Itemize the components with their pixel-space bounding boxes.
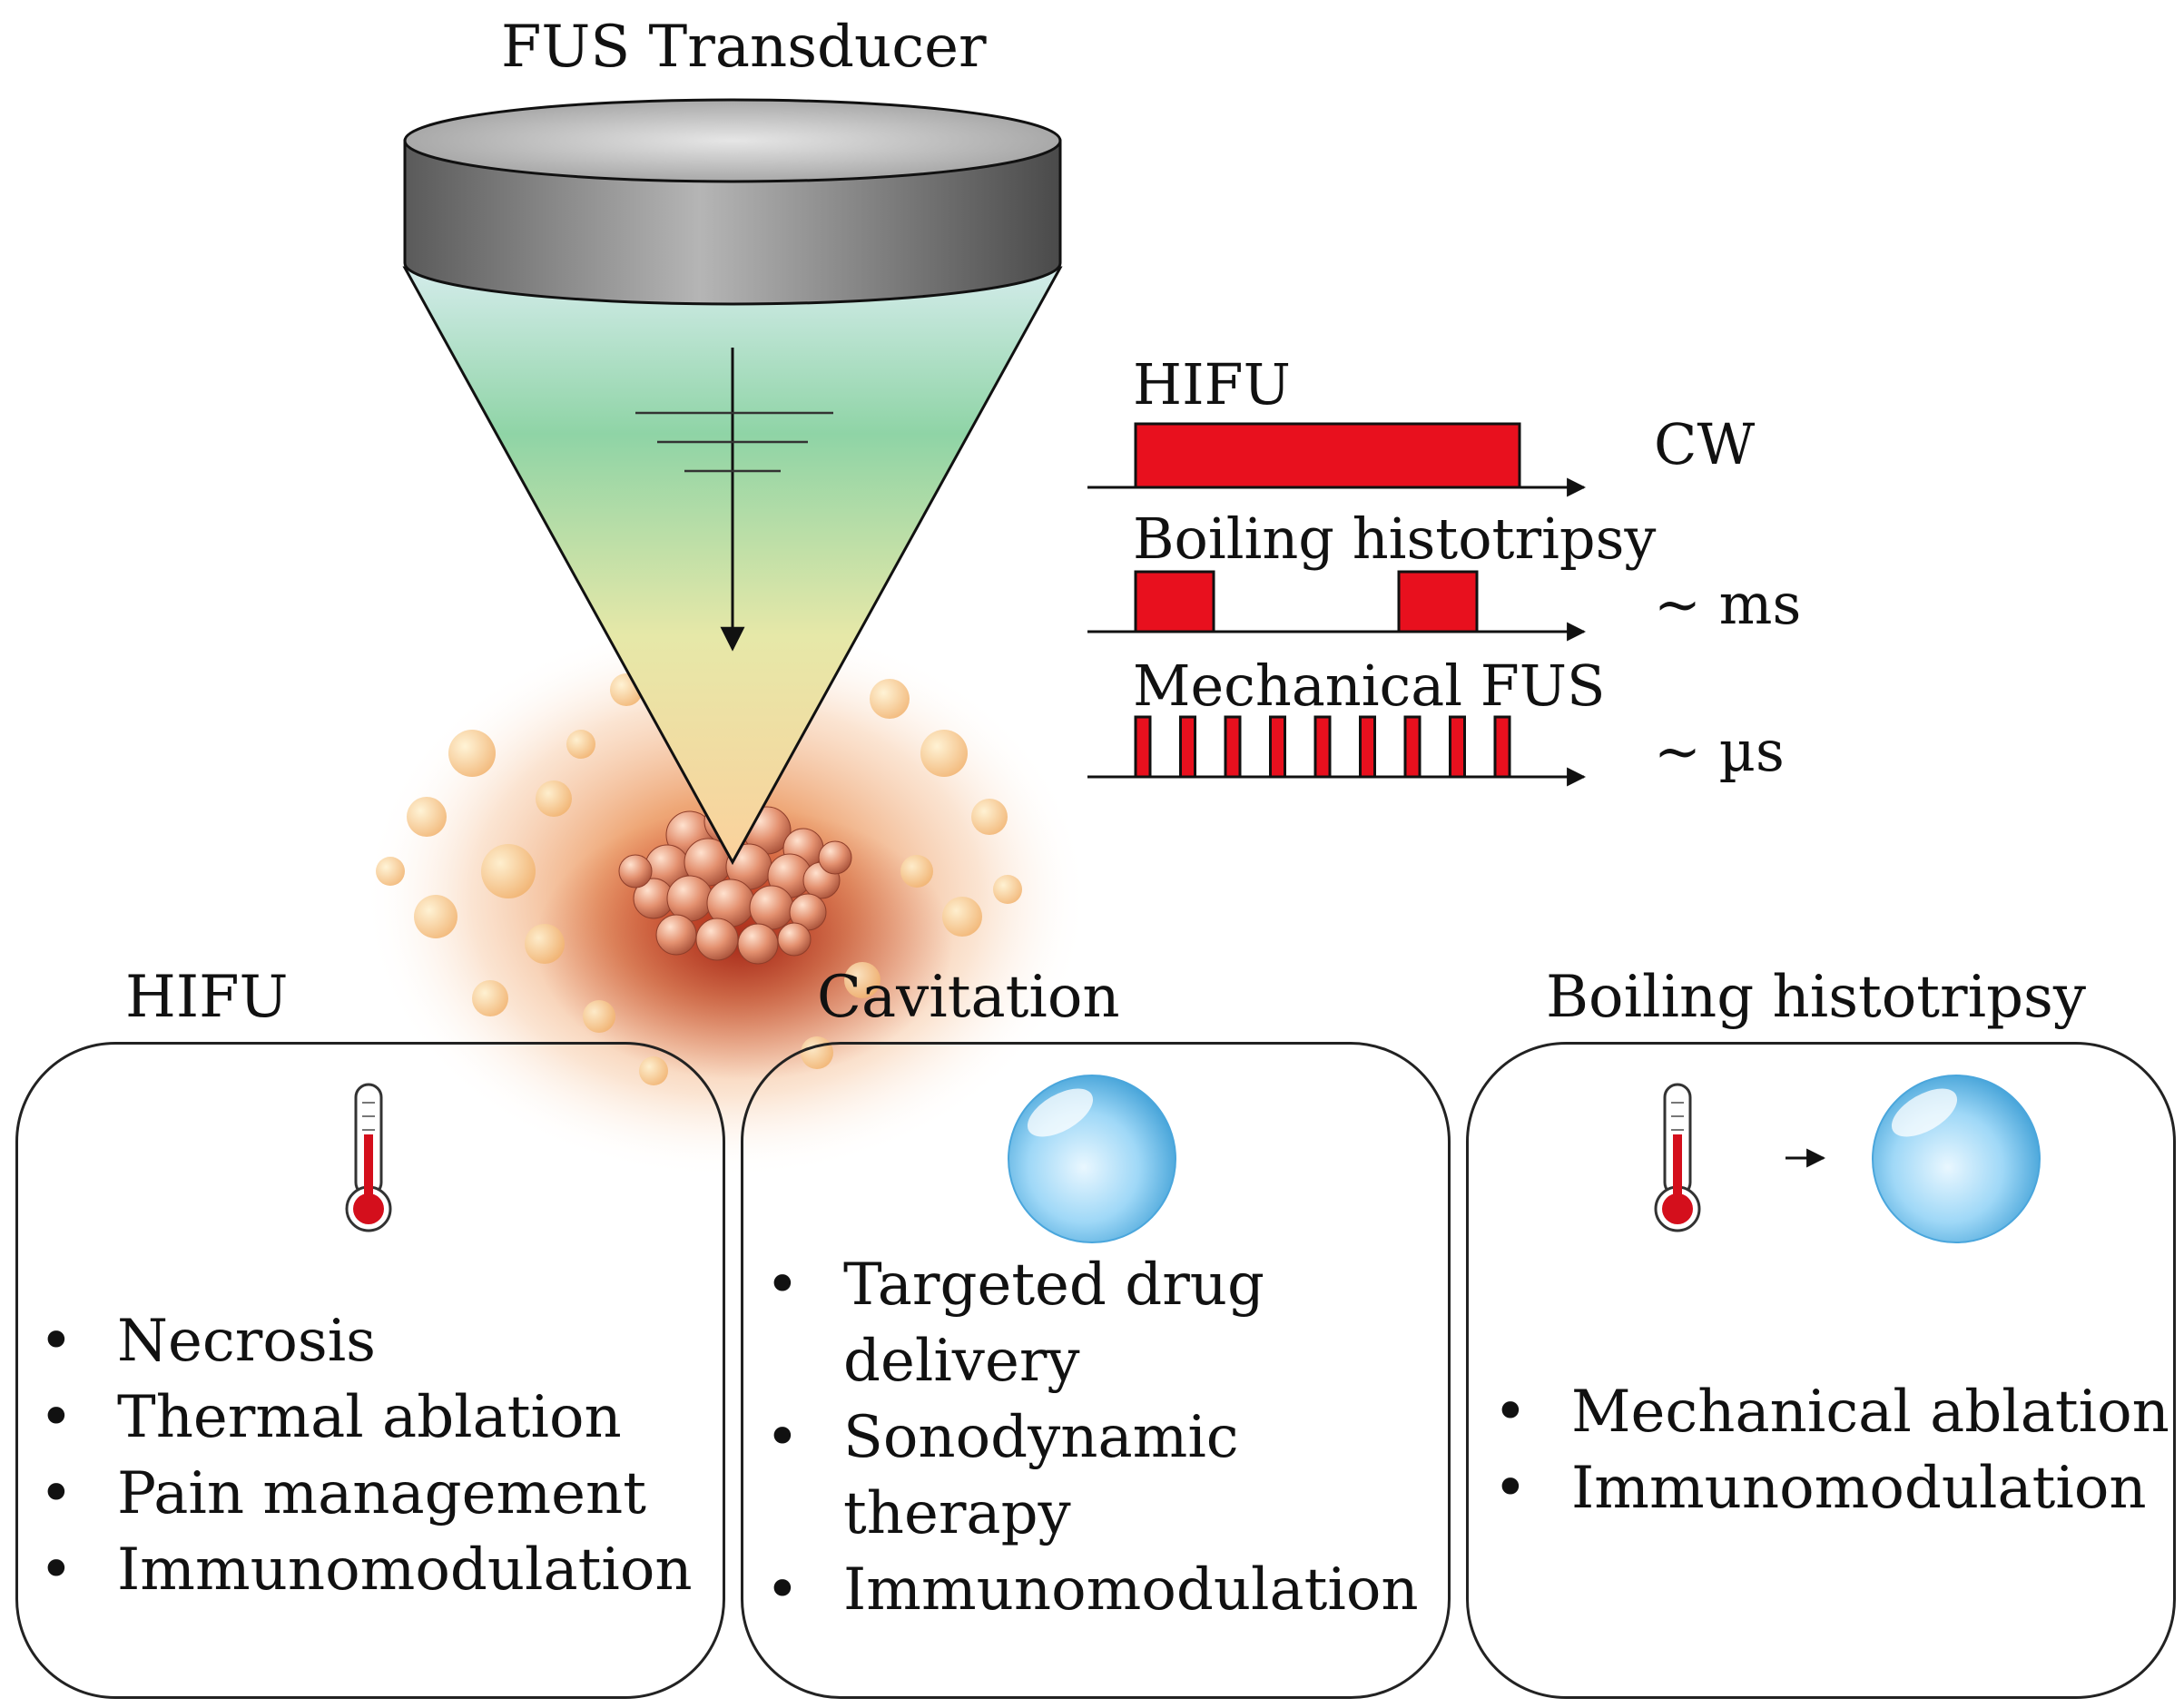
bubble-icon [1872, 1075, 2041, 1243]
pulse-duration-mechanical-fus: ~ µs [1654, 718, 1785, 784]
bullet-list-hifu: Necrosis Thermal ablation Pain managemen… [39, 1303, 693, 1608]
fat-cell [900, 855, 933, 888]
fat-cell [472, 980, 508, 1016]
fat-cell [566, 730, 595, 759]
fat-cell [448, 730, 496, 777]
fat-cell [525, 924, 565, 964]
list-item: Necrosis [39, 1303, 693, 1379]
pulse-bar-ms-1 [1134, 570, 1215, 633]
list-item: Mechanical ablation [1493, 1374, 2169, 1450]
panel-title-hifu: HIFU [125, 964, 289, 1031]
tumor-cell [818, 840, 852, 875]
fat-cell [993, 875, 1022, 904]
pulse-bar-ms-2 [1397, 570, 1479, 633]
fat-cell [844, 962, 880, 998]
bullet-list-boiling-histotripsy: Mechanical ablation Immunomodulation [1493, 1374, 2169, 1526]
fat-cell [414, 895, 457, 938]
list-item: Targeted drug delivery [765, 1247, 1270, 1399]
tumor-cell [695, 918, 739, 961]
thermometer-icon [1654, 1083, 1701, 1232]
panel-cavitation [741, 1042, 1451, 1699]
thermometer-icon [345, 1083, 392, 1232]
pulse-label-mechanical-fus: Mechanical FUS [1133, 653, 1606, 719]
pulse-label-boiling-histotripsy: Boiling histotripsy [1133, 506, 1657, 572]
bubble-icon [1008, 1075, 1176, 1243]
pulse-duration-boiling-histotripsy: ~ ms [1654, 571, 1802, 637]
transducer-icon [403, 98, 1062, 306]
panel-boiling-histotripsy [1466, 1042, 2176, 1699]
pulse-bar-us [1269, 715, 1286, 779]
fat-cell [920, 730, 968, 777]
list-item: Pain management [39, 1456, 693, 1532]
fat-cell [942, 897, 982, 937]
list-item: Immunomodulation [765, 1552, 1419, 1628]
pulse-bar-us [1359, 715, 1376, 779]
pulse-bar-us [1403, 715, 1422, 779]
pulse-duration-hifu: CW [1654, 411, 1756, 477]
list-item: Immunomodulation [1493, 1450, 2169, 1526]
fat-cell [536, 780, 572, 817]
tumor-cell [655, 914, 697, 956]
pulse-bar-us [1179, 715, 1196, 779]
fat-cell [583, 1000, 615, 1033]
panel-title-cavitation: Cavitation [817, 964, 1120, 1031]
pulse-bar-us [1313, 715, 1332, 779]
tumor-cell [618, 854, 653, 888]
pulse-label-hifu: HIFU [1133, 351, 1291, 417]
pulse-bar-us [1449, 715, 1466, 779]
list-item: Thermal ablation [39, 1379, 693, 1456]
tumor-cell [666, 875, 713, 922]
list-item: Immunomodulation [39, 1532, 693, 1608]
fat-cell [971, 799, 1008, 835]
fat-cell [481, 844, 536, 898]
tumor-cell [737, 923, 779, 965]
pulse-bars [1134, 422, 1521, 779]
pulse-bar-us [1224, 715, 1242, 779]
tumor-cell [777, 922, 812, 957]
fat-cell [376, 857, 405, 886]
fat-cell [870, 679, 910, 719]
pulse-bar-continuous [1134, 422, 1521, 489]
pulse-bar-us [1493, 715, 1511, 779]
fat-cell [407, 797, 447, 837]
pulse-bar-us [1134, 715, 1152, 779]
panel-hifu [15, 1042, 725, 1699]
tumor-cell [749, 885, 794, 930]
tissue-illustration [363, 617, 1089, 1180]
transducer-title: FUS Transducer [501, 14, 987, 81]
bullet-list-cavitation: Targeted drug delivery Sonodynamic thera… [765, 1247, 1419, 1628]
panel-title-boiling-histotripsy: Boiling histotripsy [1546, 964, 2087, 1031]
list-item: Sonodynamic therapy [765, 1399, 1270, 1552]
